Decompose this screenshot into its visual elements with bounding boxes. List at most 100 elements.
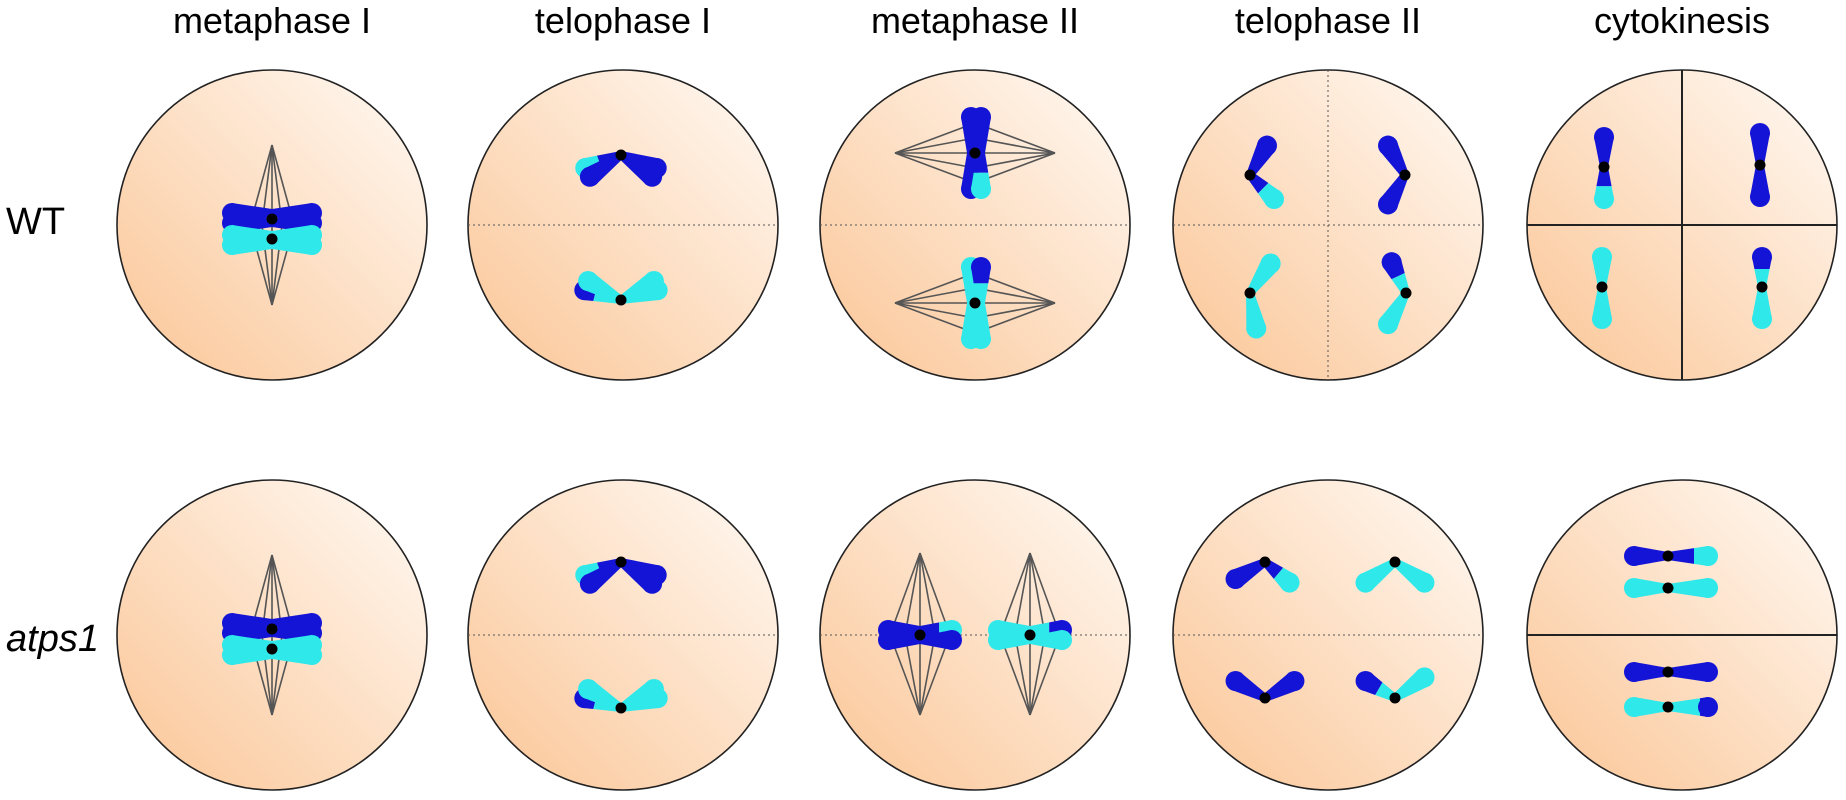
centromere	[615, 149, 627, 161]
stage-label-cytokinesis: cytokinesis	[1593, 0, 1771, 41]
chromosome-arm	[1668, 548, 1694, 564]
centromere	[1244, 169, 1256, 181]
cell-atps1-cytokinesis	[1526, 479, 1838, 791]
centromere	[1756, 281, 1768, 293]
chromosome-tip	[642, 166, 663, 187]
spindle-fiber	[904, 634, 921, 716]
chromosome-tip	[1381, 252, 1402, 273]
centromere	[1259, 692, 1271, 704]
spindle-fiber	[894, 137, 976, 154]
centromere	[615, 294, 627, 306]
cell-atps1-metaphase-2	[819, 479, 1131, 791]
chromosome-tip	[643, 271, 664, 291]
centromere	[1662, 701, 1674, 713]
spindle-fiber	[1029, 552, 1046, 636]
chromosome-tip	[222, 235, 242, 255]
genotype-label-wt: WT	[6, 201, 66, 243]
centromere	[1259, 556, 1271, 568]
chromosome-arm	[272, 645, 312, 665]
spindle-fiber	[894, 122, 976, 154]
chromosome-tip	[302, 235, 322, 255]
chromosome-tip	[1752, 309, 1772, 329]
chromosome-tip	[1698, 697, 1718, 717]
centromere	[266, 213, 278, 225]
chromosome-tip	[1246, 318, 1267, 339]
chromosome-tip	[578, 679, 599, 699]
stage-label-metaphase-2: metaphase II	[870, 0, 1080, 41]
chromosome-tip	[942, 630, 962, 650]
chromosome-arm	[1668, 698, 1700, 716]
spindle-fiber	[1029, 634, 1046, 716]
centromere	[1389, 556, 1401, 568]
chromosome-tip	[579, 166, 600, 187]
chromosome-tip	[1594, 127, 1614, 147]
chromosome-tip	[1414, 572, 1435, 593]
spindle-fiber	[894, 152, 976, 169]
spindle-fiber	[894, 302, 976, 319]
centromere	[1754, 159, 1766, 171]
cell-wt-metaphase-2	[819, 69, 1131, 381]
chromosome-arm	[1754, 269, 1770, 287]
chromosome-tip	[1378, 135, 1398, 156]
spindle-fiber	[1014, 634, 1031, 716]
cell-atps1-telophase-1	[467, 479, 779, 791]
centromere	[1400, 287, 1412, 299]
chromosome-tip	[1698, 578, 1718, 598]
chromosome-tip	[971, 329, 991, 349]
centromere	[266, 623, 278, 635]
spindle-fiber	[919, 552, 936, 636]
chromosome-tip	[1750, 187, 1770, 207]
chromosome-arm	[971, 303, 991, 339]
centromere	[969, 297, 981, 309]
spindle-fiber	[894, 287, 976, 304]
spindle-fiber	[1014, 552, 1031, 636]
chromosome-tip	[643, 679, 664, 699]
spindle-fiber	[974, 152, 1056, 169]
chromosome-tip	[971, 257, 991, 277]
chromosome-tip	[1624, 662, 1644, 682]
cell-wt-metaphase-1	[116, 69, 428, 381]
spindle-fiber	[974, 137, 1056, 154]
chromosome-tip	[1378, 314, 1398, 335]
chromosome-tip	[1225, 569, 1246, 589]
chromosome-tip	[971, 107, 991, 127]
chromosome-tip	[1378, 194, 1398, 215]
chromosome-arm	[1668, 662, 1708, 682]
centromere	[1596, 281, 1608, 293]
centromere	[914, 629, 926, 641]
centromere	[1598, 161, 1610, 173]
chromosome-tip	[579, 573, 600, 594]
chromosome-tip	[1592, 247, 1612, 267]
chromosome-tip	[578, 271, 599, 291]
stage-label-telophase-1: telophase I	[534, 0, 712, 41]
cell-atps1-metaphase-1	[116, 479, 428, 791]
chromosome-arm	[1668, 578, 1708, 598]
chromosome-tip	[971, 179, 991, 199]
chromosome-tip	[988, 630, 1008, 650]
cell-wt-telophase-1	[467, 69, 779, 381]
chromosome-tip	[1279, 572, 1300, 593]
chromosome-tip	[1594, 189, 1614, 209]
chromosome-tip	[1225, 671, 1246, 691]
centromere	[266, 643, 278, 655]
centromere	[1244, 287, 1256, 299]
chromosome-tip	[642, 573, 663, 594]
chromosome-arm	[272, 235, 312, 255]
chromosome-tip	[1264, 189, 1285, 210]
chromosome-tip	[1752, 247, 1772, 267]
spindle-fiber	[894, 152, 976, 184]
cell-atps1-telophase-2	[1172, 479, 1484, 791]
centromere	[1662, 666, 1674, 678]
centromere	[1399, 169, 1411, 181]
centromere	[615, 556, 627, 568]
cell-wt-telophase-2	[1172, 69, 1484, 381]
spindle-fiber	[919, 634, 936, 716]
chromosome-tip	[1624, 578, 1644, 598]
chromosome-tip	[1414, 667, 1435, 688]
stage-label-telophase-2: telophase II	[1234, 0, 1422, 41]
chromosome-arm	[232, 235, 272, 255]
chromosome-tip	[1284, 671, 1305, 691]
genotype-label-atps1: atps1	[6, 618, 99, 660]
chromosome-tip	[1698, 546, 1718, 566]
